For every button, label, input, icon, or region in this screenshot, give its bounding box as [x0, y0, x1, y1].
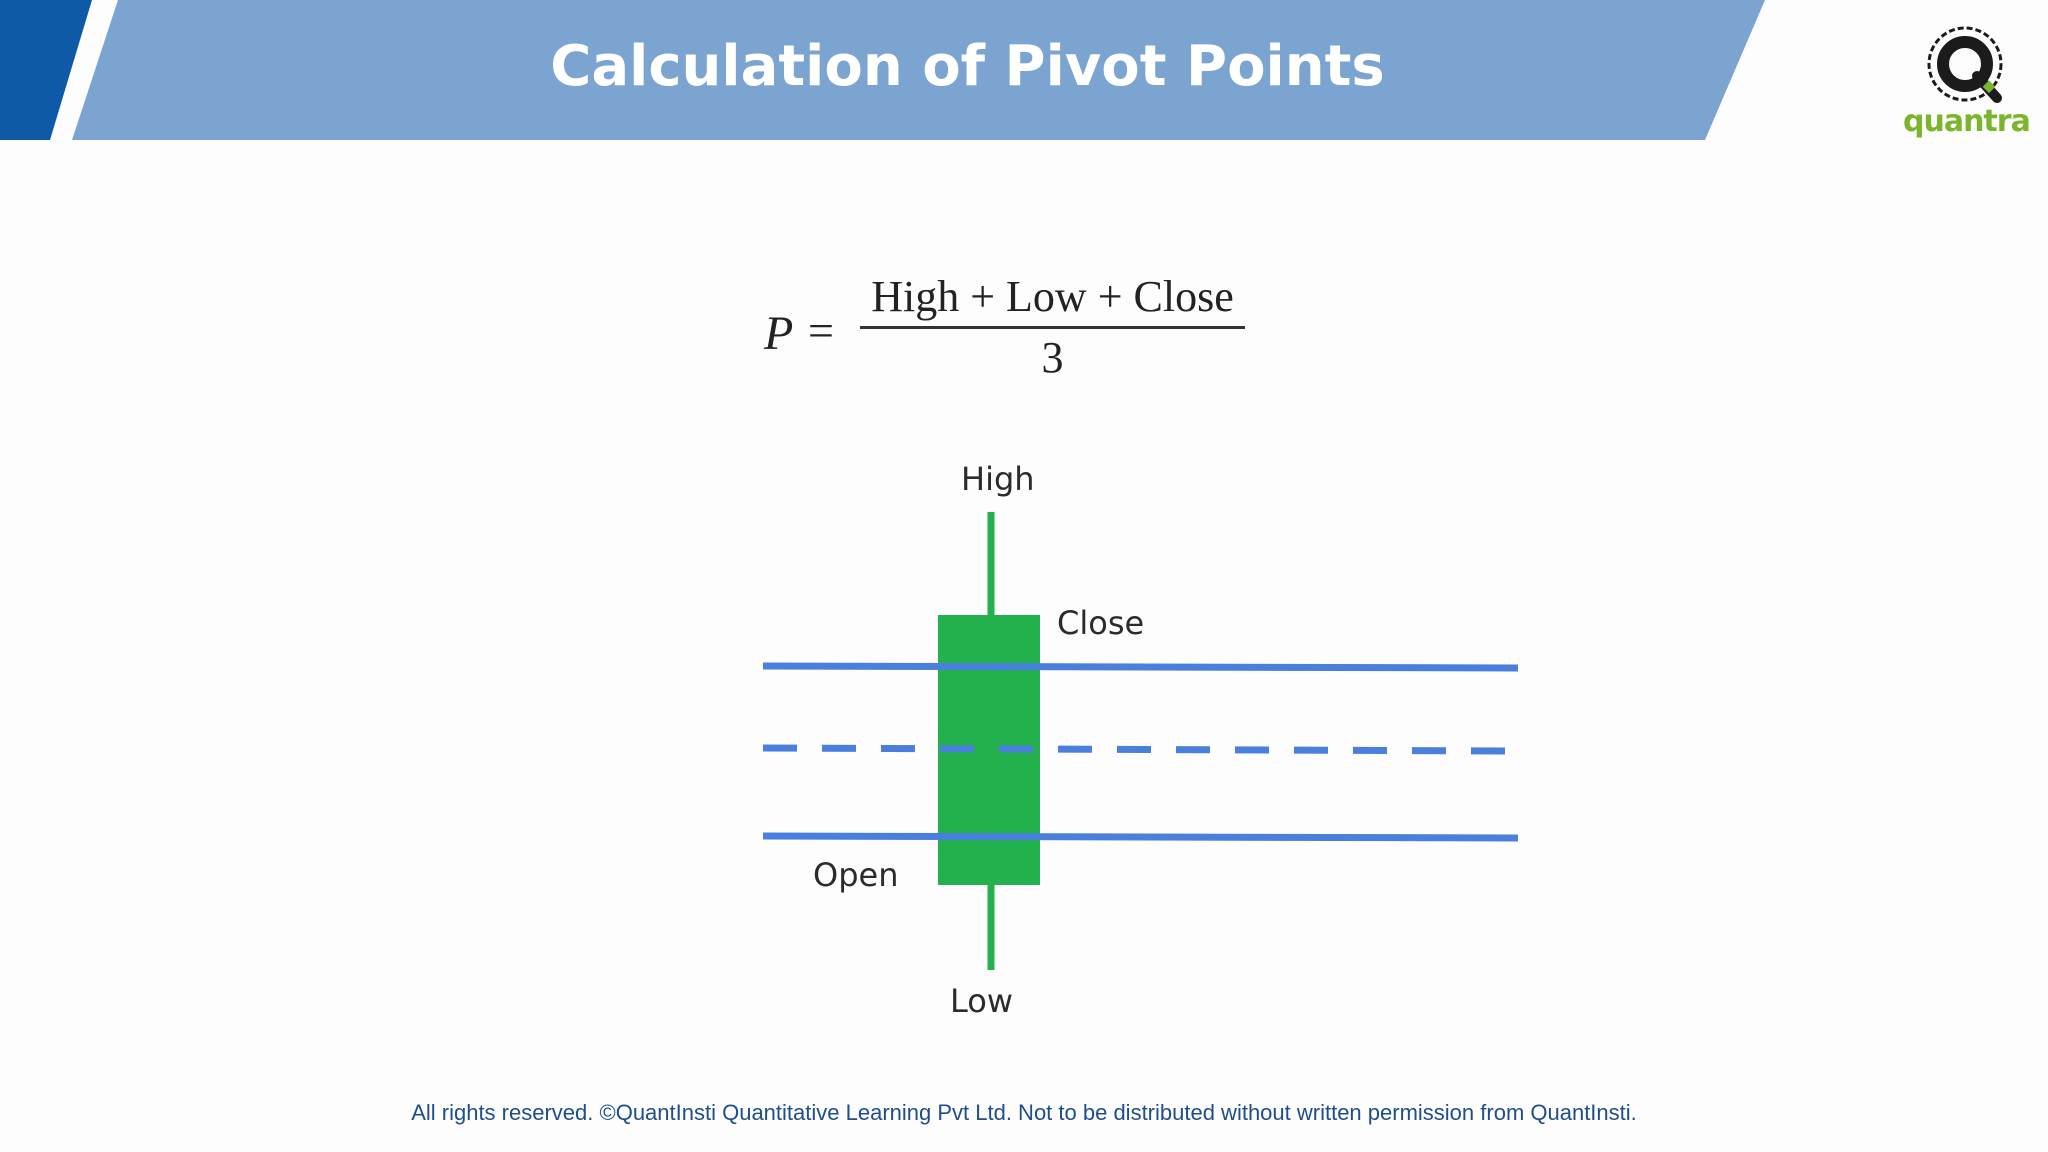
resistance-line — [762, 662, 1519, 672]
fraction-bar — [860, 326, 1245, 329]
formula-equals: = — [808, 305, 834, 356]
formula-lhs: P — [764, 307, 794, 360]
pivot-line — [762, 744, 1517, 755]
logo-wordmark: quantra — [1903, 104, 2031, 139]
banner-accent — [0, 0, 92, 140]
label-open: Open — [813, 856, 899, 894]
banner-bar — [72, 0, 1765, 140]
support-line — [762, 832, 1519, 842]
label-close: Close — [1057, 604, 1145, 642]
formula-denominator: 3 — [1041, 333, 1064, 382]
formula-fraction: High + Low + Close 3 — [860, 270, 1245, 383]
copyright-footer: All rights reserved. ©QuantInsti Quantit… — [411, 1100, 1637, 1125]
pivot-formula: P = High + Low + Close 3 — [760, 270, 1260, 400]
slide-title: Calculation of Pivot Points — [550, 34, 1385, 99]
formula-numerator: High + Low + Close — [871, 272, 1234, 321]
label-low: Low — [950, 982, 1014, 1020]
label-high: High — [961, 460, 1035, 498]
header-banner — [0, 0, 1765, 140]
quantra-logo-icon — [1927, 26, 2003, 103]
